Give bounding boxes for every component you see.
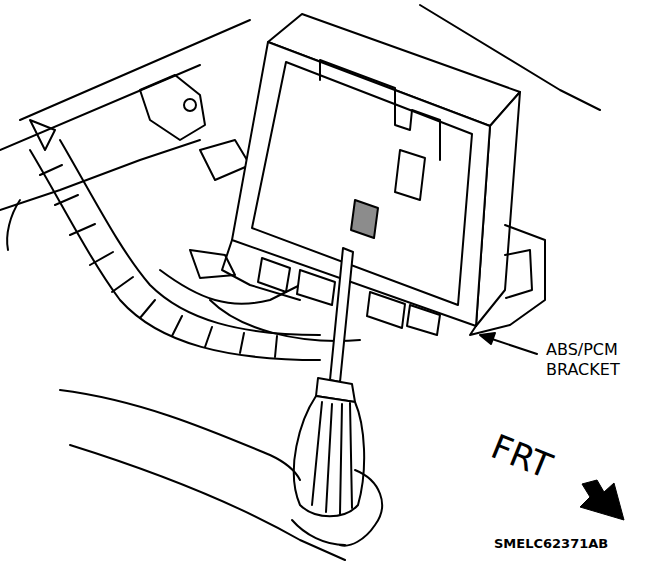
screwdriver-shaft (330, 248, 353, 382)
direction-label: FRT (486, 428, 583, 496)
label-plate (351, 200, 378, 238)
screwdriver-handle (294, 396, 364, 516)
figure-code: SMELC62371AB (494, 536, 644, 552)
dash-duct (140, 75, 205, 140)
module-connector (407, 305, 440, 335)
bracket-flange (505, 250, 532, 298)
module-front (232, 42, 490, 326)
dash-tab (200, 140, 250, 180)
module-connector (258, 258, 290, 292)
dash-edge (20, 20, 250, 120)
bracket-lower (222, 240, 300, 300)
hand-thumb (340, 470, 382, 546)
harness-branch (7, 200, 20, 250)
dash-clip (30, 120, 55, 150)
handle-ribs (312, 402, 352, 514)
fastener (184, 99, 196, 111)
leader-arrowhead (480, 333, 495, 344)
front-arrow (580, 480, 624, 520)
module-connector (297, 270, 335, 305)
module-connector (367, 292, 405, 328)
module-detail (320, 60, 440, 160)
bracket-flange (470, 225, 545, 335)
hand-finger (292, 520, 345, 545)
module-detail (395, 150, 425, 200)
hand-outline (60, 390, 300, 480)
module-recess (252, 62, 472, 305)
part-label: ABS/PCM BRACKET (546, 340, 642, 380)
hand-outline (70, 445, 345, 560)
